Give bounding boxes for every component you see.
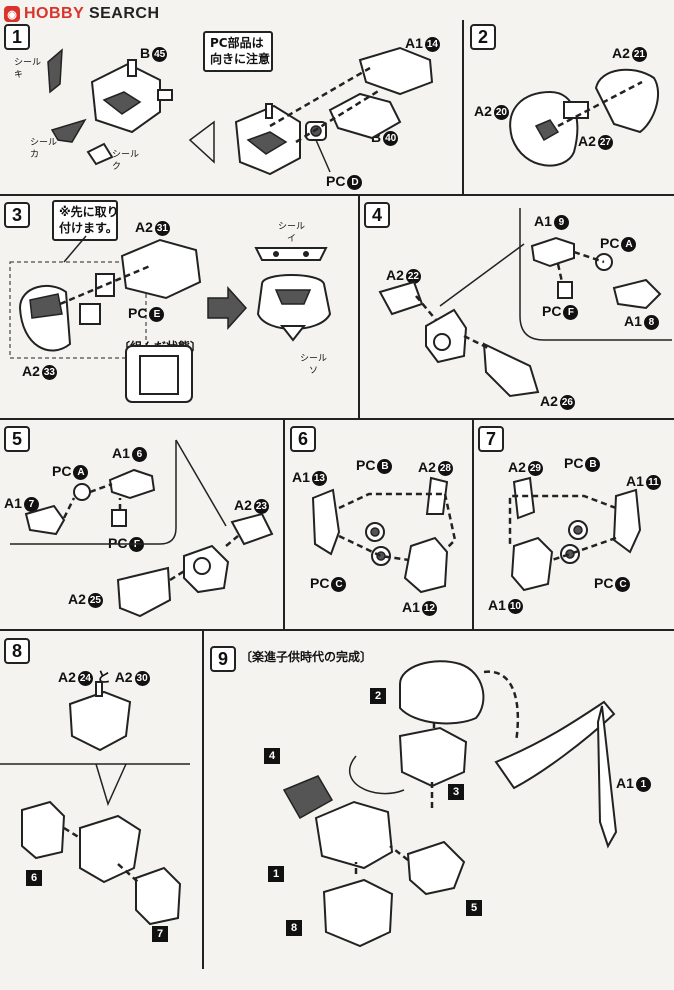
divider xyxy=(472,418,474,629)
note-bubble: ※先に取り 付けます。 xyxy=(52,200,119,242)
step-number: 6 xyxy=(290,426,316,452)
divider xyxy=(0,194,674,196)
divider xyxy=(283,418,285,629)
sticker-label: シール キ xyxy=(14,58,42,80)
step-ref: 4 xyxy=(264,748,280,764)
divider xyxy=(0,629,674,631)
step-ref: 5 xyxy=(466,900,482,916)
divider xyxy=(0,418,674,420)
step-number: 4 xyxy=(364,202,390,228)
step8-illustration xyxy=(0,681,190,926)
step-ref: 1 xyxy=(268,866,284,882)
sticker-label: シール イ xyxy=(278,222,306,244)
divider xyxy=(358,194,360,418)
step-number: 8 xyxy=(4,638,30,664)
completion-title: 〔楽進子供時代の完成〕 xyxy=(240,650,373,664)
logo-prefix: HOBBY xyxy=(24,5,84,22)
step-number: 3 xyxy=(4,202,30,228)
step-number: 7 xyxy=(478,426,504,452)
step4-illustration xyxy=(378,208,672,398)
divider xyxy=(202,629,204,969)
step-number: 1 xyxy=(4,24,30,50)
hobby-search-logo: ◉ HOBBY SEARCH xyxy=(4,4,160,24)
step-ref: 7 xyxy=(152,926,168,942)
step2-illustration xyxy=(509,68,659,167)
sticker-label: シール ク xyxy=(112,150,140,172)
step-number: 5 xyxy=(4,426,30,452)
note-bubble: PC部品は 向きに注意 xyxy=(203,31,273,73)
step-ref: 8 xyxy=(286,920,302,936)
sticker-label: シール カ xyxy=(30,138,58,160)
step-ref: 3 xyxy=(448,784,464,800)
step-number: 9 xyxy=(210,646,236,672)
step5-illustration xyxy=(10,439,274,618)
step3-illustration xyxy=(9,235,332,403)
step7-illustration xyxy=(508,476,642,592)
logo-icon: ◉ xyxy=(4,6,20,22)
step-ref: 6 xyxy=(26,870,42,886)
logo-suffix: SEARCH xyxy=(84,5,160,22)
step6-illustration xyxy=(311,476,457,594)
divider xyxy=(462,20,464,194)
step-ref: 2 xyxy=(370,688,386,704)
sticker-label: シール ソ xyxy=(300,354,328,376)
step1-illustration xyxy=(47,46,434,176)
step-number: 2 xyxy=(470,24,496,50)
step9-illustration xyxy=(282,660,618,948)
